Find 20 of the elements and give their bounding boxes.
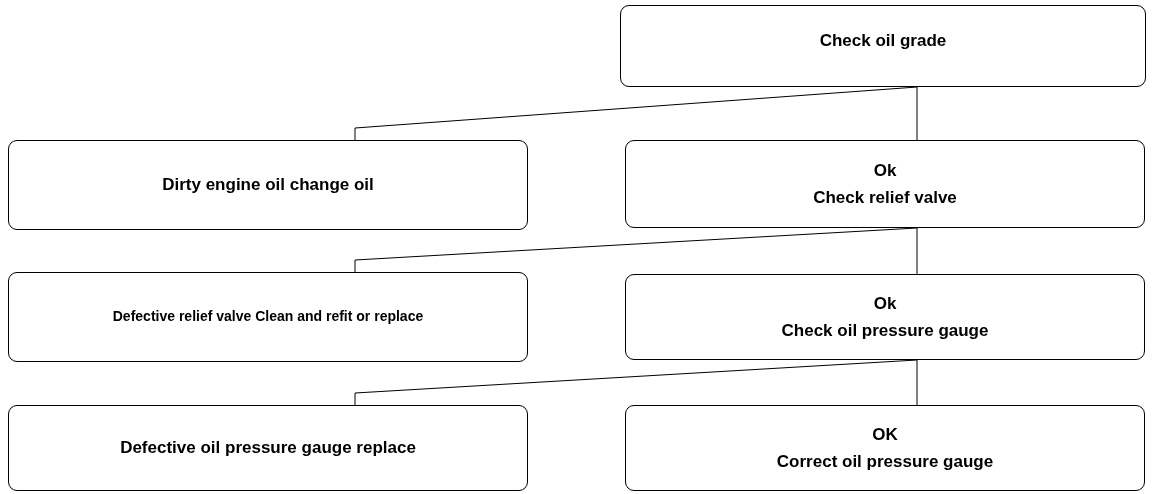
box-text: Dirty engine oil change oil [162, 174, 374, 196]
box-text: Defective oil pressure gauge replace [120, 437, 416, 459]
connector-line [916, 359, 918, 406]
connector-line [916, 227, 918, 275]
box-text: Check oil pressure gauge [781, 320, 989, 342]
box-text: Defective relief valve Clean and refit or replace [112, 308, 424, 326]
process-box [625, 274, 1145, 360]
process-box [8, 140, 528, 230]
process-box [620, 5, 1146, 87]
box-text: Ok [873, 292, 897, 314]
box-text: Check relief valve [813, 187, 957, 209]
box-text: Correct oil pressure gauge [776, 451, 994, 473]
process-box [625, 405, 1145, 491]
box-text: Ok [873, 159, 897, 181]
process-box [8, 405, 528, 491]
process-box [625, 140, 1145, 228]
connector-line [916, 86, 918, 141]
box-text: OK [872, 423, 898, 445]
box-text: Check oil grade [819, 30, 947, 52]
process-box [8, 272, 528, 362]
